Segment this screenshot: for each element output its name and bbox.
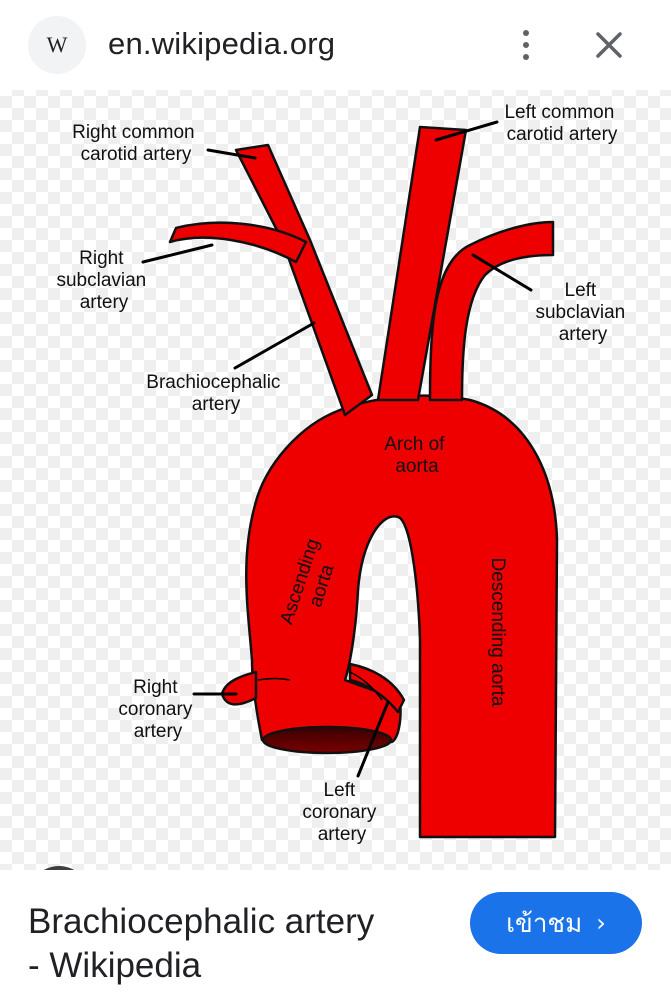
- result-title[interactable]: Brachiocephalic artery - Wikipedia: [28, 902, 375, 985]
- label-left-subclavian: Left subclavian artery: [535, 280, 630, 345]
- left-subclavian-vessel: [428, 220, 555, 402]
- image-viewer[interactable]: Right common carotid artery Left common …: [0, 90, 671, 928]
- label-left-common-carotid: Left common carotid artery: [504, 102, 619, 145]
- visit-label: เข้าชม: [506, 908, 583, 939]
- label-right-common-carotid: Right common carotid artery: [72, 122, 200, 165]
- visit-button[interactable]: เข้าชม ›: [470, 892, 642, 954]
- label-arch-of-aorta: Arch of aorta: [384, 434, 449, 477]
- label-left-coronary: Left coronary artery: [302, 780, 381, 845]
- top-bar: W en.wikipedia.org: [0, 0, 671, 90]
- left-coronary-vessel: [348, 662, 406, 714]
- chevron-right-icon: ›: [596, 909, 606, 937]
- label-descending-aorta: Descending aorta: [487, 558, 508, 707]
- label-right-subclavian: Right subclavian artery: [56, 248, 151, 313]
- label-brachiocephalic: Brachiocephalic artery: [146, 372, 285, 415]
- page-url[interactable]: en.wikipedia.org: [108, 26, 336, 61]
- more-vert-icon[interactable]: [508, 24, 544, 66]
- close-icon[interactable]: [590, 26, 628, 64]
- label-leader-lines: [141, 120, 533, 778]
- aorta-diagram: Right common carotid artery Left common …: [0, 90, 671, 870]
- result-panel: Brachiocephalic artery - Wikipedia เข้าช…: [0, 870, 671, 1000]
- right-subclavian-vessel: [168, 221, 308, 264]
- label-right-coronary: Right coronary artery: [118, 677, 197, 742]
- wikipedia-favicon-icon: W: [28, 16, 86, 74]
- aorta-opening: [261, 725, 393, 755]
